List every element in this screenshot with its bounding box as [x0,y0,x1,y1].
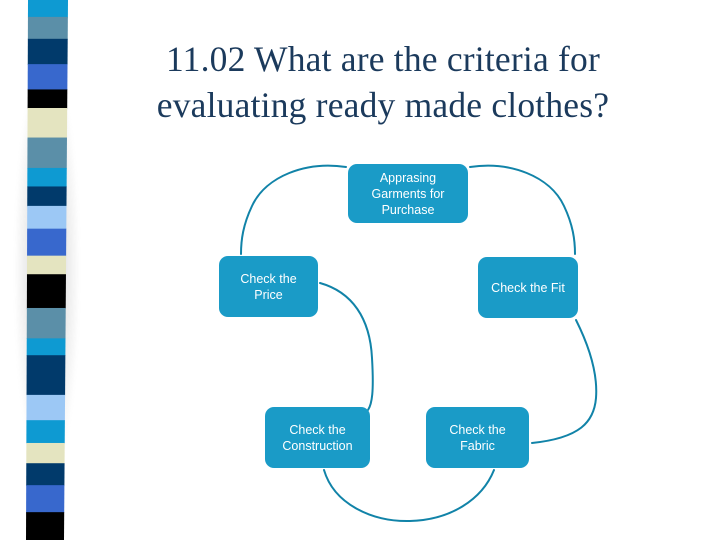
stripe-band-9 [26,205,68,230]
stripe-band-3 [26,64,68,91]
stripe-band-15 [26,355,68,396]
stripe-band-17 [26,420,68,444]
stripe-band-19 [26,463,68,486]
stripe-band-4 [26,89,68,109]
stripe-band-8 [26,186,68,207]
cycle-node-label-fit: Check the Fit [491,280,565,295]
connector-fit-to-fabric [531,319,598,444]
stripe-band-16 [26,394,68,421]
stripe-band-18 [26,442,68,464]
connector-appraising-to-price [240,164,347,255]
cycle-node-construction[interactable]: Check the Construction [265,407,370,468]
stripe-band-7 [26,167,68,188]
stripe-band-1 [26,16,68,40]
cycle-node-price[interactable]: Check the Price [219,256,318,317]
stripe-band-5 [26,108,68,139]
stripe-band-10 [26,228,68,257]
cycle-node-label-price: Check the Price [240,271,297,302]
stripe-band-11 [26,255,68,275]
cycle-node-fabric[interactable]: Check the Fabric [426,407,529,468]
connector-construction-to-fabric [323,469,495,523]
stripe-band-12 [26,274,68,309]
cycle-node-label-fabric: Check the Fabric [449,422,506,453]
stripe-bands [26,0,68,540]
decorative-stripe [0,0,92,540]
stripe-band-21 [26,512,68,540]
cycle-node-appraising[interactable]: Apprasing Garments for Purchase [348,164,468,223]
stripe-band-2 [26,38,68,65]
stripe-band-0 [26,0,68,18]
slide-title: 11.02 What are the criteria for evaluati… [156,39,610,125]
cycle-node-fit[interactable]: Check the Fit [478,257,578,318]
connector-appraising-to-fit [469,164,576,255]
stripe-band-13 [26,307,68,339]
connector-price-to-construction [319,282,374,411]
cycle-node-label-appraising: Apprasing Garments for Purchase [371,170,445,217]
stripe-band-20 [26,485,68,513]
cycle-node-label-construction: Check the Construction [282,422,353,453]
stripe-band-6 [26,137,68,169]
stripe-band-14 [26,338,68,356]
